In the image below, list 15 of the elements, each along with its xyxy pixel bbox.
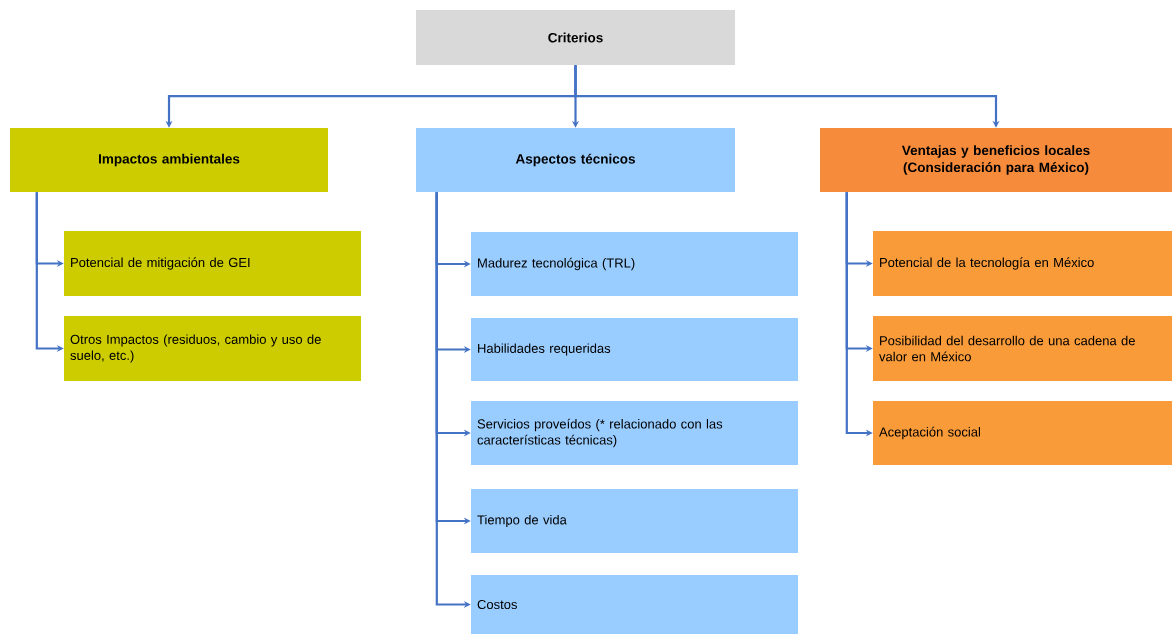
criterion-box: Potencial de mitigación de GEI bbox=[64, 231, 361, 296]
category-box: Ventajas y beneficios locales (Consideración para México) bbox=[820, 128, 1172, 192]
criterion-box: Otros Impactos (residuos, cambio y uso de suelo, etc.) bbox=[64, 316, 361, 381]
category-box: Impactos ambientales bbox=[10, 128, 328, 192]
criterion-box: Aceptación social bbox=[873, 401, 1172, 465]
category-box: Aspectos técnicos bbox=[416, 128, 735, 192]
criterion-box: Madurez tecnológica (TRL) bbox=[471, 232, 798, 296]
root-box: Criterios bbox=[416, 10, 735, 65]
criterion-box: Servicios proveídos (* relacionado con las características técnicas) bbox=[471, 401, 798, 465]
criterion-box: Costos bbox=[471, 575, 798, 634]
criterion-box: Tiempo de vida bbox=[471, 489, 798, 553]
criterion-box: Habilidades requeridas bbox=[471, 318, 798, 381]
criterion-box: Potencial de la tecnología en México bbox=[873, 231, 1172, 296]
arrow bbox=[574, 65, 1000, 128]
criterion-box: Posibilidad del desarrollo de una cadena de valor en México bbox=[873, 316, 1172, 381]
